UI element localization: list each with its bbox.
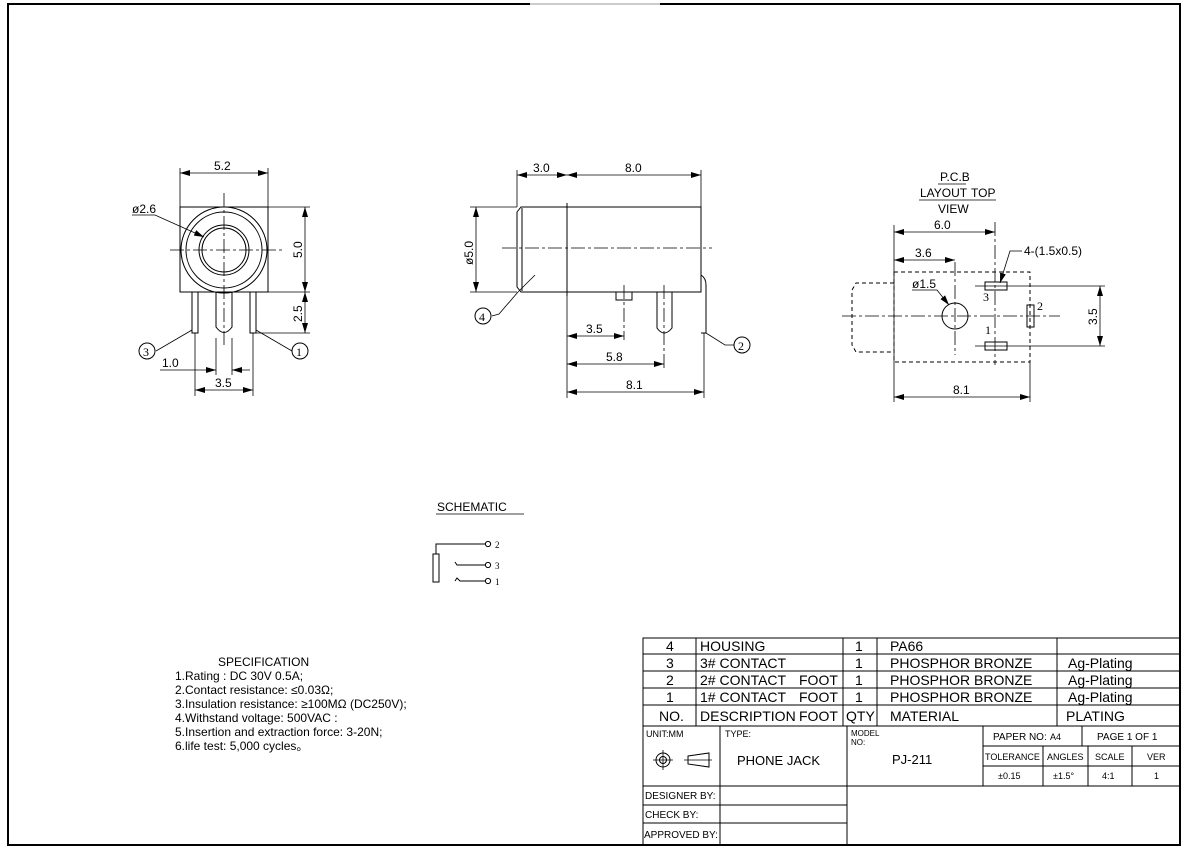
dim-width: 5.2 (214, 159, 231, 173)
angles-value: ±1.5° (1053, 771, 1074, 781)
dim-pin-length: 2.5 (291, 305, 305, 322)
dim-pin-gap: 1.0 (162, 356, 179, 370)
header-plating: PLATING (1066, 708, 1125, 724)
bom-material: PHOSPHOR BRONZE (890, 655, 1032, 671)
bom-desc: 3# CONTACT (700, 655, 787, 671)
type-label: TYPE: (725, 729, 751, 739)
bom-no: 1 (666, 689, 674, 705)
page-label: PAGE 1 OF 1 (1097, 732, 1158, 743)
bom-row: 3 3# CONTACT 1 PHOSPHOR BRONZE Ag-Platin… (666, 655, 1133, 671)
paper-value: A4 (1050, 732, 1061, 742)
designer-label: DESIGNER BY: (645, 791, 716, 802)
pad-3-label: 3 (983, 290, 989, 304)
dim-hole-dia: ø2.6 (132, 202, 156, 216)
dim-3-5: 3.5 (1086, 308, 1100, 325)
bom-table: 4 HOUSING 1 PA66 3 3# CONTACT 1 PHOSPHOR… (642, 637, 1181, 846)
specification: SPECIFICATION 1.Rating : DC 30V 0.5A; 2.… (175, 655, 407, 753)
bom-row: 2 2# CONTACT FOOT 1 PHOSPHOR BRONZE Ag-P… (666, 672, 1133, 688)
ver-label: VER (1147, 752, 1166, 762)
front-view: 5.2 5.0 2.5 ø2.6 3.5 1.0 3 1 (132, 159, 310, 396)
schematic-pin-2: 2 (495, 540, 500, 550)
dim-height: 5.0 (291, 241, 305, 258)
schematic-title: SCHEMATIC (437, 500, 507, 514)
balloon-4: 4 (479, 310, 485, 324)
bom-plating: Ag-Plating (1068, 672, 1133, 688)
bom-material: PHOSPHOR BRONZE (890, 689, 1032, 705)
type-value: PHONE JACK (737, 753, 820, 768)
pcb-title-2-overlap: TOP (971, 186, 995, 200)
spec-line: 3.Insulation resistance: ≥100MΩ (DC250V)… (175, 697, 407, 711)
dim-pin-span: 3.5 (215, 376, 232, 390)
unit-label: UNIT:MM (646, 729, 684, 739)
dim-hole: ø1.5 (912, 277, 936, 291)
scale-value: 4:1 (1102, 771, 1115, 781)
spec-title: SPECIFICATION (218, 655, 309, 669)
bom-plating: Ag-Plating (1068, 655, 1133, 671)
tolerance-label: TOLERANCE (985, 752, 1040, 762)
bom-row: 1 1# CONTACT FOOT 1 PHOSPHOR BRONZE Ag-P… (666, 689, 1133, 705)
pcb-title-1: P.C.B (940, 170, 970, 184)
bom-desc-extra: FOOT (799, 689, 838, 705)
pad-1-label: 1 (985, 323, 991, 337)
bom-header-row: NO. DESCRIPTION FOOT QTY MATERIAL PLATIN… (659, 708, 1125, 724)
dim-front-length: 3.0 (533, 161, 550, 175)
pcb-title-2: LAYOUT (920, 186, 968, 200)
projection-symbol-icon (653, 750, 712, 770)
bom-qty: 1 (855, 655, 863, 671)
bom-material: PHOSPHOR BRONZE (890, 672, 1032, 688)
check-label: CHECK BY: (645, 810, 698, 821)
bom-no: 2 (666, 672, 674, 688)
side-view: 3.0 8.0 ø5.0 3.5 5.8 8.1 4 2 (462, 161, 751, 398)
schematic-pin-1: 1 (495, 577, 500, 587)
scale-label: SCALE (1095, 752, 1125, 762)
bom-qty: 1 (855, 672, 863, 688)
header-no: NO. (659, 708, 684, 724)
spec-line: 2.Contact resistance: ≤0.03Ω; (175, 683, 333, 697)
spec-line: 4.Withstand voltage: 500VAC : (175, 711, 338, 725)
dim-diameter: ø5.0 (462, 241, 476, 265)
header-desc: DESCRIPTION (700, 708, 796, 724)
spec-line: 5.Insertion and extraction force: 3-20N; (175, 725, 382, 739)
bom-row: 4 HOUSING 1 PA66 (666, 638, 923, 654)
balloon-1: 1 (296, 345, 302, 359)
bom-material: PA66 (890, 638, 923, 654)
ver-value: 1 (1154, 771, 1159, 781)
dim-total: 8.1 (626, 378, 643, 392)
pad-2-label: 2 (1037, 299, 1043, 313)
dim-6-0: 6.0 (934, 218, 951, 232)
dim-pads: 4-(1.5x0.5) (1024, 244, 1082, 258)
dim-body-length: 8.0 (625, 161, 642, 175)
bom-desc-extra: FOOT (799, 672, 838, 688)
dim-8-1: 8.1 (953, 383, 970, 397)
bom-no: 3 (666, 655, 674, 671)
angles-label: ANGLES (1047, 752, 1084, 762)
pcb-layout-view: P.C.B LAYOUT TOP VIEW 3 2 1 6.0 3.6 ø1.5… (842, 170, 1105, 402)
bom-qty: 1 (855, 689, 863, 705)
dim-tab-offset: 3.5 (586, 322, 603, 336)
schematic-pin-3: 3 (495, 561, 500, 571)
dim-3-6: 3.6 (915, 246, 932, 260)
approved-label: APPROVED BY: (644, 830, 718, 841)
bom-desc: HOUSING (700, 638, 765, 654)
header-material: MATERIAL (890, 708, 959, 724)
balloon-2: 2 (738, 339, 744, 353)
schematic: SCHEMATIC 2 3 1 (432, 500, 524, 587)
tolerance-value: ±0.15 (998, 771, 1020, 781)
bom-plating: Ag-Plating (1068, 689, 1133, 705)
spec-line: 6.life test: 5,000 cycles。 (175, 739, 308, 753)
spec-line: 1.Rating : DC 30V 0.5A; (175, 669, 303, 683)
bom-desc: 2# CONTACT (700, 672, 787, 688)
balloon-3: 3 (143, 345, 149, 359)
model-value: PJ-211 (892, 752, 932, 767)
bom-no: 4 (666, 638, 674, 654)
paper-no-label: PAPER NO: (993, 732, 1047, 743)
bom-qty: 1 (855, 638, 863, 654)
bom-desc: 1# CONTACT (700, 689, 787, 705)
dim-pin-offset: 5.8 (606, 350, 623, 364)
pcb-title-3: VIEW (938, 202, 969, 216)
header-qty: QTY (846, 708, 875, 724)
header-desc-extra: FOOT (799, 708, 838, 724)
